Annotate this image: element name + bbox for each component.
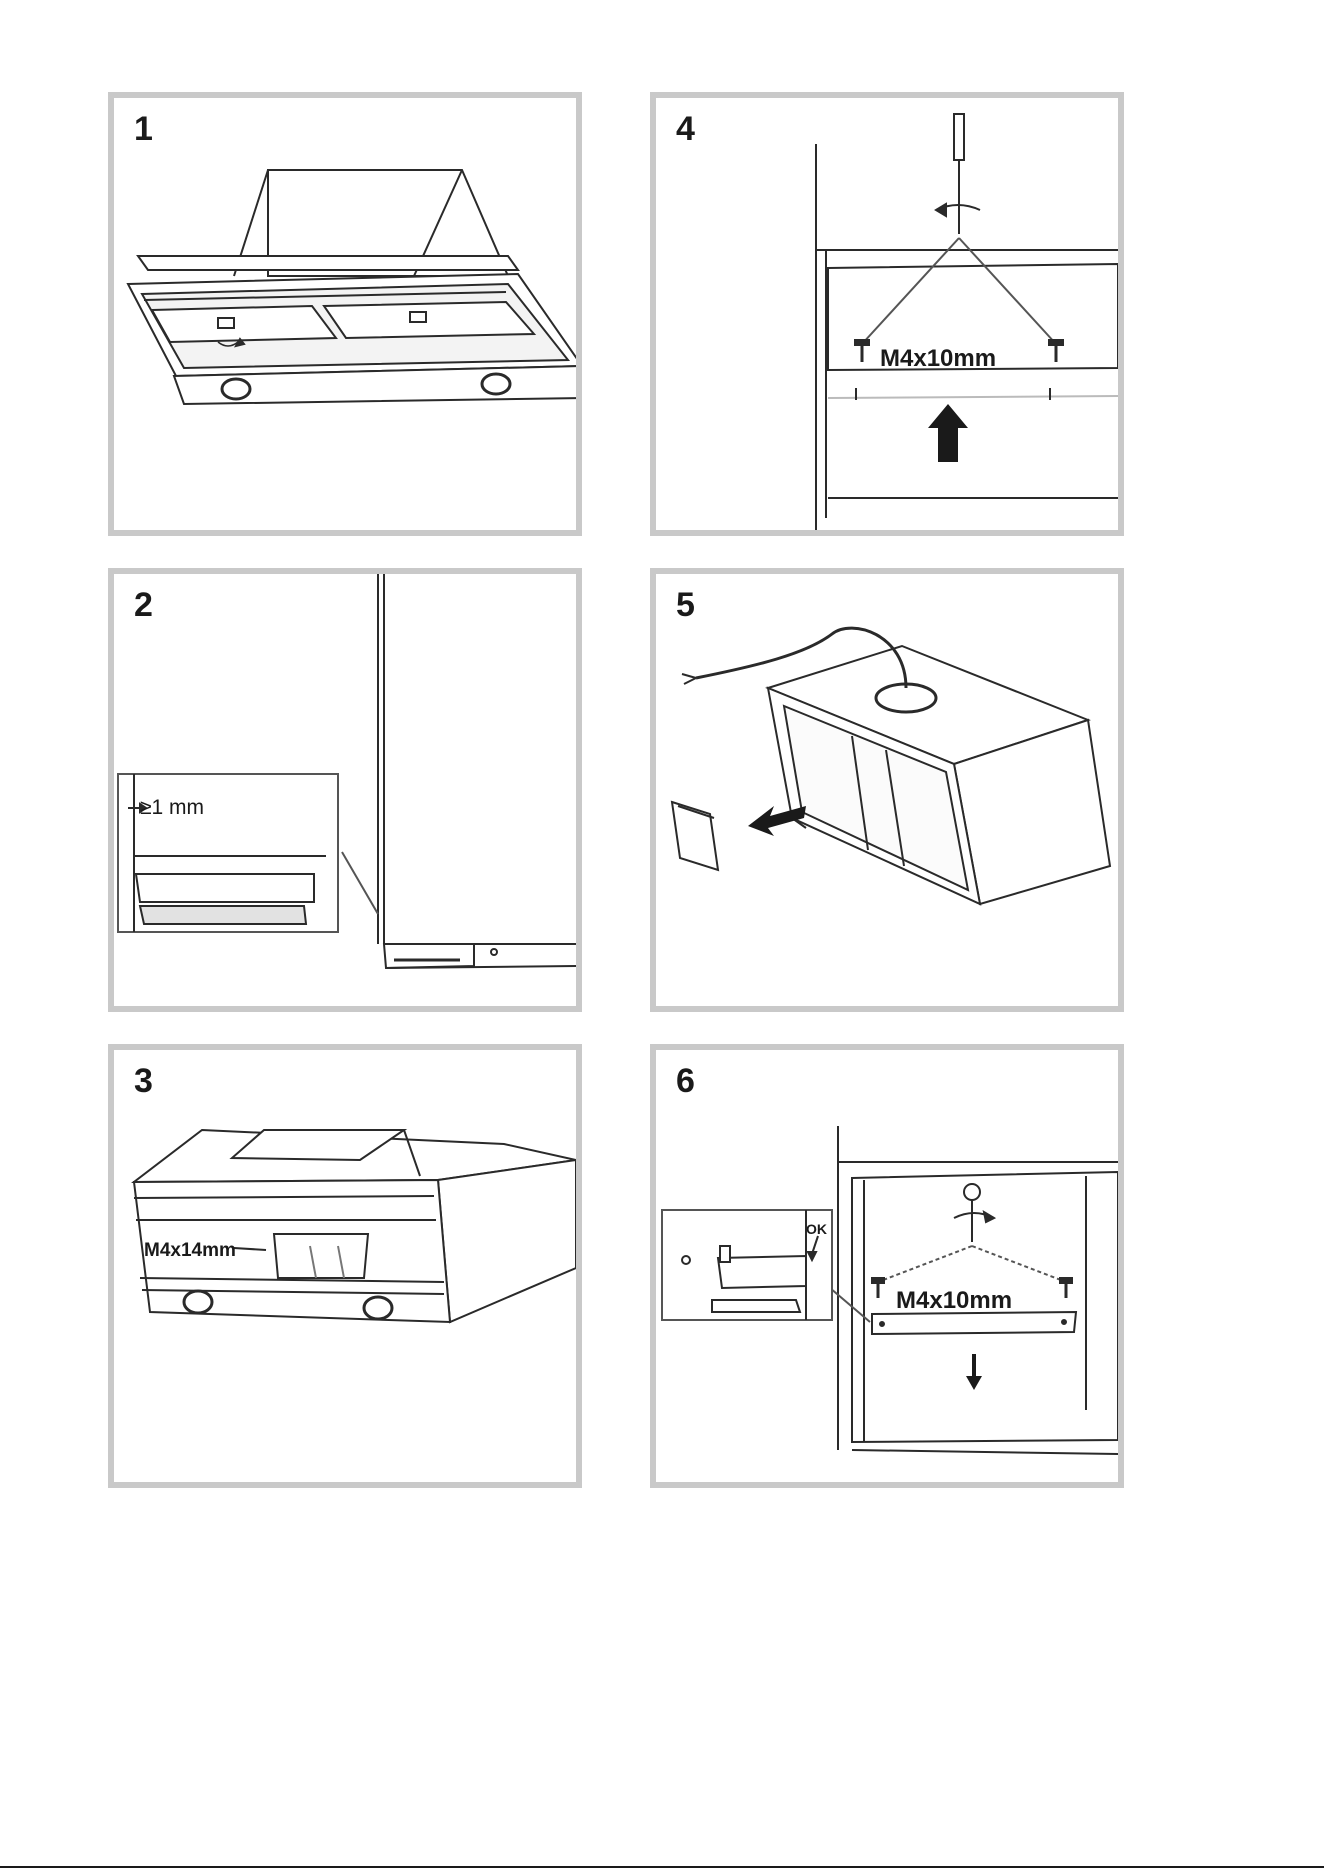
step-6-screw-label: M4x10mm (896, 1287, 1012, 1314)
step-3-number: 3 (134, 1062, 153, 1101)
step-6-ok-label: OK (806, 1221, 827, 1237)
footer-rule (0, 1866, 1324, 1868)
step-1-number: 1 (134, 110, 153, 149)
step-2-gap-illustration: ≥1 mm (114, 574, 576, 1006)
step-4-screw-label: M4x10mm (880, 345, 996, 372)
step-6-number: 6 (676, 1062, 695, 1101)
step-2-panel: 2 ≥1 mm (108, 568, 582, 1012)
step-3-panel: 3 M4x14mm (108, 1044, 582, 1488)
step-3-hood-screws-illustration: M4x14mm (114, 1050, 576, 1482)
step-4-mounting-illustration: M4x10mm (656, 98, 1118, 530)
step-5-box-illustration (656, 574, 1118, 1006)
step-2-number: 2 (134, 586, 153, 625)
step-5-panel: 5 (650, 568, 1124, 1012)
step-1-panel: 1 (108, 92, 582, 536)
step-1-hood-illustration (114, 98, 576, 530)
step-5-number: 5 (676, 586, 695, 625)
step-4-panel: 4 M4x10m (650, 92, 1124, 536)
step-6-panel: 6 (650, 1044, 1124, 1488)
step-2-gap-label: ≥1 mm (140, 796, 204, 819)
step-6-mounting-illustration: M4x10mm OK (656, 1050, 1118, 1482)
step-3-screw-label: M4x14mm (144, 1240, 236, 1261)
step-4-number: 4 (676, 110, 695, 149)
